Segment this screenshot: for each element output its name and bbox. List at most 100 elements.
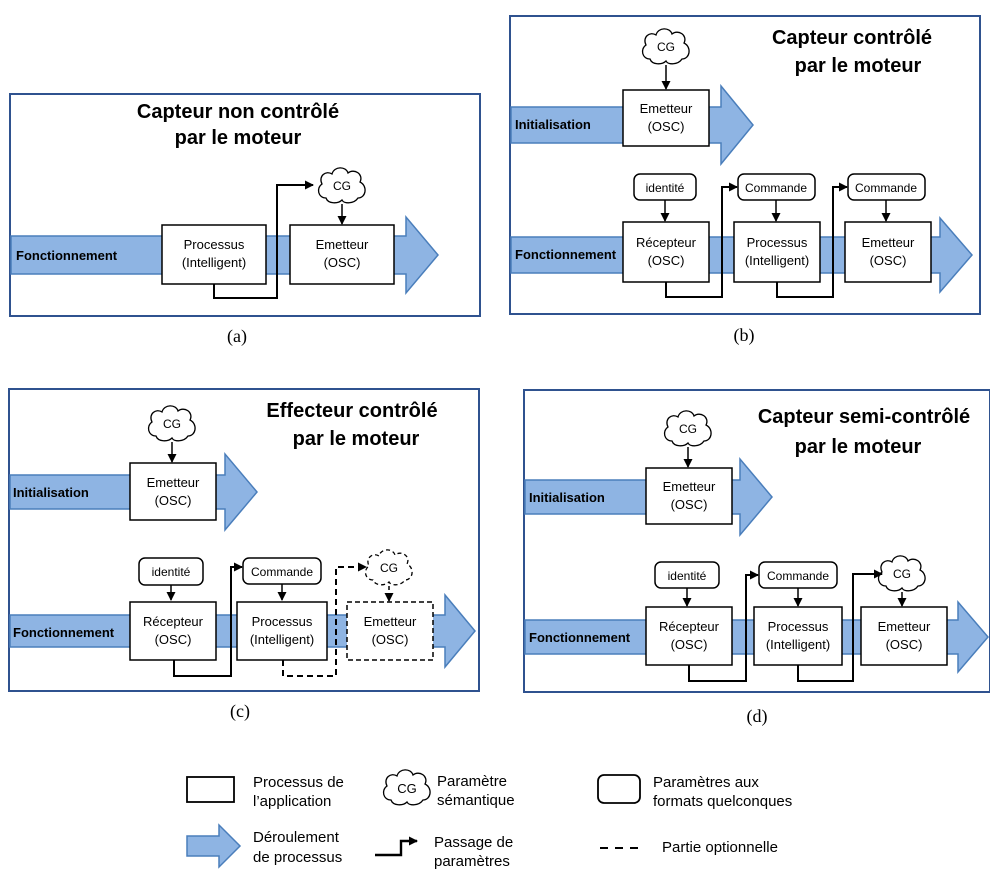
panel-b-caption: (b) — [734, 325, 755, 346]
emetteur-init-label: Emetteur — [663, 479, 716, 494]
panel-d-frame — [523, 389, 990, 693]
legend-process-line1: Processus de — [253, 774, 344, 791]
legend-semantic-icon-label: CG — [397, 781, 417, 796]
processus-sublabel: (Intelligent) — [766, 637, 830, 652]
flow-label-fonctionnement: Fonctionnement — [16, 248, 118, 263]
panel-a-caption: (a) — [227, 326, 247, 347]
process-box-processus — [733, 221, 821, 283]
legend: Processus de l’application CG Paramètre … — [186, 769, 792, 870]
process-box-processus — [753, 606, 843, 666]
process-box-processus — [236, 601, 328, 661]
cg-label: CG — [657, 40, 675, 54]
processus-label: Processus — [747, 235, 808, 250]
legend-passing-line1: Passage de — [434, 834, 513, 851]
legend-semantic-cloud-icon: CG — [382, 769, 431, 806]
panel-b: Capteur contrôlé par le moteur Initialis… — [509, 15, 981, 346]
processus-label: Processus — [252, 614, 313, 629]
processus-label: Processus — [768, 619, 829, 634]
legend-formats-icon — [597, 774, 641, 804]
legend-semantic-line2: sémantique — [437, 792, 515, 809]
cg-label: CG — [163, 417, 181, 431]
passing-arrow — [213, 180, 314, 299]
process-box-emetteur-init — [622, 89, 710, 147]
panel-c: Effecteur contrôlé par le moteur Initial… — [8, 388, 480, 722]
emetteur-init-label: Emetteur — [640, 101, 693, 116]
process-box-emetteur-optional — [346, 601, 434, 661]
legend-semantic-line1: Paramètre — [437, 773, 507, 790]
passing-arrow-2 — [776, 182, 848, 298]
process-box-recepteur — [622, 221, 710, 283]
process-box-emetteur-init — [645, 467, 733, 525]
identite-label: identité — [668, 569, 707, 583]
emetteur-label: Emetteur — [316, 237, 369, 252]
emetteur-label: Emetteur — [862, 235, 915, 250]
panel-d: Capteur semi-contrôlé par le moteur Init… — [523, 389, 990, 727]
legend-formats-line1: Paramètres aux — [653, 774, 759, 791]
panel-a: Capteur non contrôlé par le moteur Fonct… — [9, 93, 481, 347]
panel-b-frame — [509, 15, 981, 315]
emetteur-sublabel: (OSC) — [886, 637, 923, 652]
process-box-emetteur — [844, 221, 932, 283]
recepteur-sublabel: (OSC) — [648, 253, 685, 268]
commande-2-label: Commande — [855, 181, 917, 195]
legend-flow-arrow-icon — [186, 823, 242, 869]
legend-flow-line1: Déroulement — [253, 829, 340, 846]
process-box-processus — [161, 224, 267, 285]
cg-cloud-icon: CG — [317, 167, 366, 204]
flow-label-initialisation: Initialisation — [515, 117, 591, 132]
panel-b-title-line1: Capteur contrôlé — [772, 27, 932, 49]
emetteur-optional-sublabel: (OSC) — [372, 632, 409, 647]
emetteur-init-sublabel: (OSC) — [648, 119, 685, 134]
panel-d-title-line2: par le moteur — [795, 436, 922, 458]
emetteur-optional-label: Emetteur — [364, 614, 417, 629]
flow-label-initialisation: Initialisation — [13, 485, 89, 500]
flow-label-fonctionnement: Fonctionnement — [515, 247, 617, 262]
recepteur-label: Récepteur — [636, 235, 697, 250]
panel-d-caption: (d) — [747, 706, 768, 727]
panel-c-caption: (c) — [230, 701, 250, 722]
process-box-emetteur — [860, 606, 948, 666]
legend-passing-line2: paramètres — [434, 853, 510, 870]
passing-arrow-1 — [665, 182, 738, 298]
panel-a-frame — [9, 93, 481, 317]
panel-b-title-line2: par le moteur — [795, 55, 922, 77]
process-box-emetteur-init — [129, 462, 217, 521]
emetteur-sublabel: (OSC) — [870, 253, 907, 268]
processus-label: Processus — [184, 237, 245, 252]
passing-arrow-2 — [797, 569, 883, 682]
emetteur-init-label: Emetteur — [147, 475, 200, 490]
commande-label: Commande — [251, 565, 313, 579]
processus-sublabel: (Intelligent) — [745, 253, 809, 268]
panel-c-title-line1: Effecteur contrôlé — [266, 400, 437, 422]
recepteur-sublabel: (OSC) — [155, 632, 192, 647]
legend-optional-label: Partie optionnelle — [662, 839, 778, 856]
emetteur-init-sublabel: (OSC) — [671, 497, 708, 512]
identite-label: identité — [152, 565, 191, 579]
commande-1-label: Commande — [745, 181, 807, 195]
passing-arrow-1 — [688, 570, 759, 682]
legend-flow-line2: de processus — [253, 849, 342, 866]
cg-cloud-icon: CG — [663, 410, 712, 447]
panel-c-title-line2: par le moteur — [293, 428, 420, 450]
cg-optional-label: CG — [380, 561, 398, 575]
panel-a-title-line1: Capteur non contrôlé — [137, 101, 339, 123]
processus-sublabel: (Intelligent) — [182, 255, 246, 270]
flow-label-fonctionnement: Fonctionnement — [13, 625, 115, 640]
cg-cloud-icon-2: CG — [877, 555, 926, 592]
cg-cloud-icon: CG — [641, 28, 690, 65]
panel-c-frame — [8, 388, 480, 692]
commande-label: Commande — [767, 569, 829, 583]
flow-label-initialisation: Initialisation — [529, 490, 605, 505]
panel-d-title-line1: Capteur semi-contrôlé — [758, 406, 970, 428]
emetteur-sublabel: (OSC) — [324, 255, 361, 270]
passing-arrow-optional — [282, 562, 367, 677]
emetteur-label: Emetteur — [878, 619, 931, 634]
process-box-recepteur — [129, 601, 217, 661]
panel-a-title-line2: par le moteur — [175, 127, 302, 149]
flow-label-fonctionnement: Fonctionnement — [529, 630, 631, 645]
cg-2-label: CG — [893, 567, 911, 581]
recepteur-label: Récepteur — [143, 614, 204, 629]
legend-formats-line2: formats quelconques — [653, 793, 792, 810]
cg-cloud-icon: CG — [147, 405, 196, 442]
